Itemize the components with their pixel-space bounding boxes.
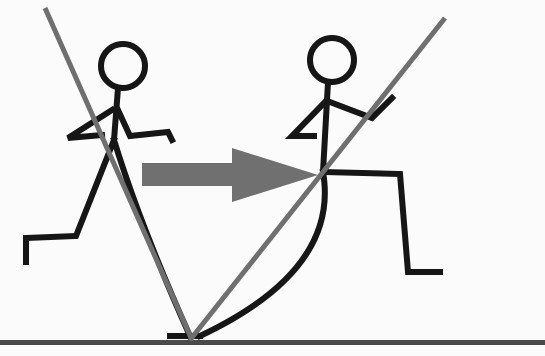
- ground-line: [0, 340, 545, 345]
